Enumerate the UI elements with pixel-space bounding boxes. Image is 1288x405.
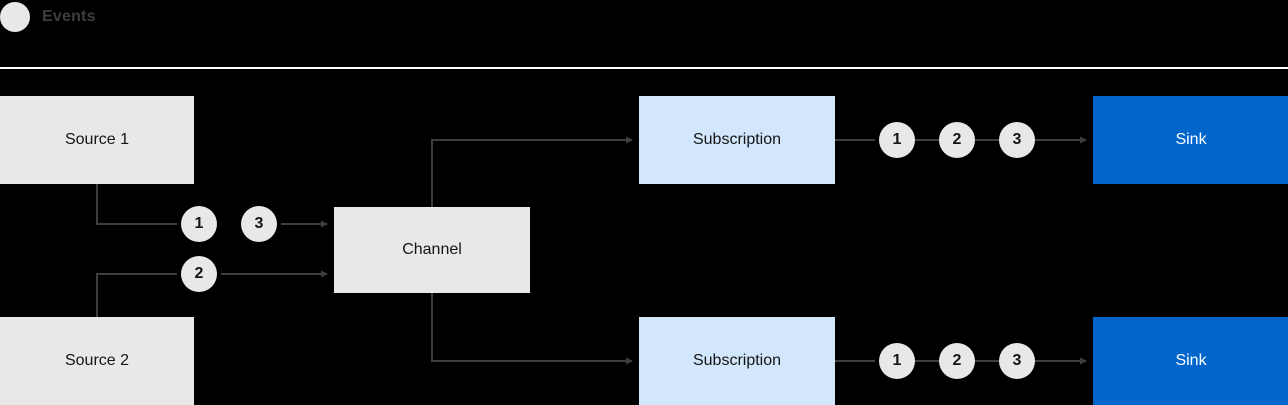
node-subscription-2: Subscription [639, 317, 835, 405]
wire-source2-to-tokens [96, 273, 177, 317]
event-token: 2 [181, 256, 217, 292]
event-token: 3 [241, 206, 277, 242]
wire-channel-to-subscription2 [431, 293, 633, 365]
wire-channel-to-subscription1 [431, 136, 633, 207]
node-source-2: Source 2 [0, 317, 194, 405]
event-token: 1 [181, 206, 217, 242]
event-token: 1 [879, 122, 915, 158]
wire-source1-to-tokens [96, 184, 177, 225]
event-token: 1 [879, 343, 915, 379]
event-token: 2 [939, 343, 975, 379]
header-divider [0, 67, 1288, 69]
node-subscription-1: Subscription [639, 96, 835, 184]
node-source-1: Source 1 [0, 96, 194, 184]
event-token: 3 [999, 343, 1035, 379]
node-sink-2: Sink [1093, 317, 1288, 405]
node-sink-1: Sink [1093, 96, 1288, 184]
event-token: 3 [999, 122, 1035, 158]
legend-label: Events [42, 8, 96, 25]
event-dot-icon [0, 2, 30, 32]
legend: Events [0, 0, 96, 34]
node-channel: Channel [334, 207, 530, 293]
event-token: 2 [939, 122, 975, 158]
